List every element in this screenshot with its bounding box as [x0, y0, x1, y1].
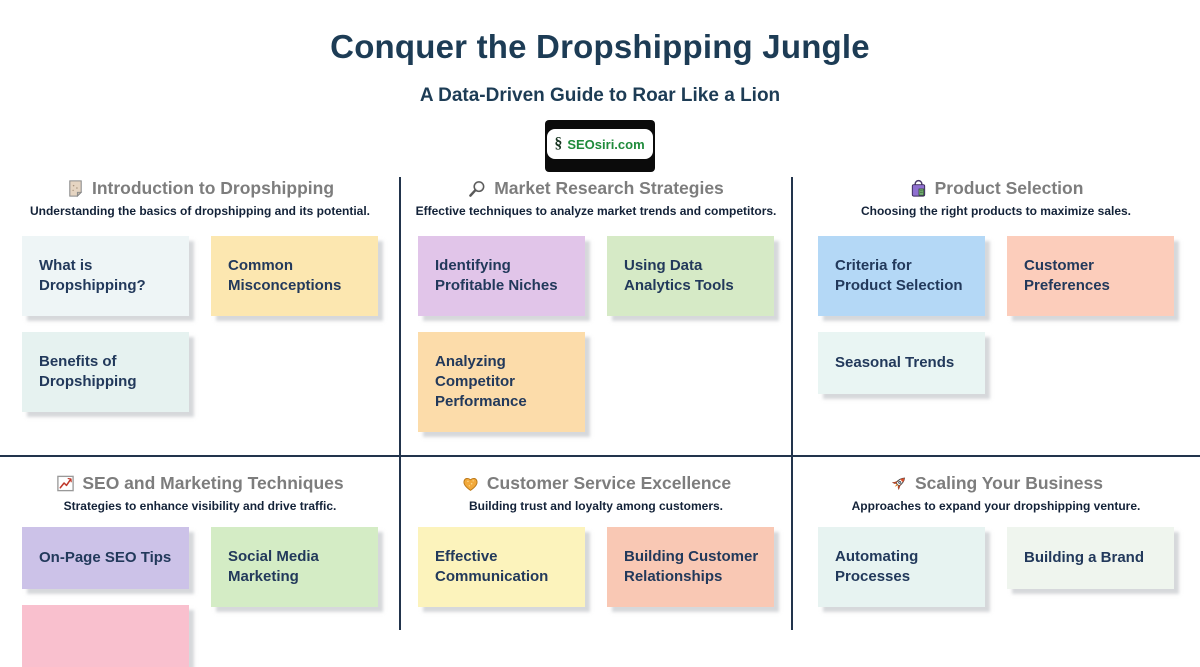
section-header: Product Selection [792, 178, 1200, 199]
section-introduction: Introduction to Dropshipping Understandi… [0, 175, 400, 457]
section-header: Scaling Your Business [792, 473, 1200, 494]
card-stack: What is Dropshipping? Benefits of Dropsh… [22, 236, 189, 413]
logo-speech-bubble: § SEOsiri.com [547, 129, 653, 159]
card-stack: Using Data Analytics Tools [607, 236, 774, 432]
card-group: Effective Communication Building Custome… [400, 527, 792, 608]
column-divider-right [791, 177, 793, 630]
card-label: Social Media Marketing [228, 548, 319, 586]
section-header: SEO and Marketing Techniques [0, 473, 400, 494]
section-scaling-business: Scaling Your Business Approaches to expa… [792, 457, 1200, 667]
card-label: Seasonal Trends [835, 354, 955, 372]
topic-card: Analyzing Competitor Performance [418, 332, 585, 433]
section-sign-icon: § [554, 135, 563, 152]
seosiri-logo: § SEOsiri.com [545, 120, 655, 172]
card-label: Identifying Profitable Niches [435, 257, 558, 295]
card-stack: Automating Processes [818, 527, 985, 608]
card-stack: Criteria for Product Selection Seasonal … [818, 236, 985, 395]
topic-card: Criteria for Product Selection [818, 236, 985, 317]
card-stack: Customer Preferences [1007, 236, 1174, 394]
section-title: Customer Service Excellence [486, 473, 732, 493]
card-stack: Effective Communication [418, 527, 585, 608]
section-title: Introduction to Dropshipping [91, 178, 335, 198]
topic-card: Using Data Analytics Tools [607, 236, 774, 317]
card-group: Automating Processes Building a Brand [792, 527, 1200, 608]
topic-card: Benefits of Dropshipping [22, 332, 189, 413]
card-stack: Building a Brand [1007, 527, 1174, 607]
memo-icon [66, 179, 85, 198]
card-label: Benefits of Dropshipping [39, 353, 137, 391]
section-product-selection: Product Selection Choosing the right pro… [792, 175, 1200, 457]
page-title: Conquer the Dropshipping Jungle [330, 28, 870, 65]
section-description: Choosing the right products to maximize … [860, 204, 1132, 218]
section-header: Introduction to Dropshipping [0, 178, 400, 199]
card-stack: Common Misconceptions [211, 236, 378, 412]
section-description: Approaches to expand your dropshipping v… [851, 499, 1141, 513]
card-label: Automating Processes [835, 548, 919, 586]
section-description: Strategies to enhance visibility and dri… [63, 499, 337, 513]
topic-card [22, 605, 189, 667]
section-description: Building trust and loyalty among custome… [468, 499, 724, 513]
section-header: Customer Service Excellence [400, 473, 792, 494]
card-group: What is Dropshipping? Benefits of Dropsh… [0, 236, 400, 413]
logo-text: SEOsiri.com [567, 136, 645, 152]
heart-icon [461, 474, 480, 493]
topic-card: What is Dropshipping? [22, 236, 189, 317]
section-title: Product Selection [934, 178, 1084, 198]
section-title: Scaling Your Business [914, 473, 1104, 493]
card-label: On-Page SEO Tips [39, 548, 172, 566]
section-header: Market Research Strategies [400, 178, 792, 199]
section-title: SEO and Marketing Techniques [82, 473, 344, 493]
topic-card: Automating Processes [818, 527, 985, 608]
topic-card: Effective Communication [418, 527, 585, 608]
card-label: Effective Communication [435, 548, 549, 586]
section-title: Market Research Strategies [494, 178, 724, 198]
rocket-icon [889, 474, 908, 493]
card-label: What is Dropshipping? [39, 257, 146, 295]
page-subtitle: A Data-Driven Guide to Roar Like a Lion [419, 85, 781, 106]
card-stack: Building Customer Relationships [607, 527, 774, 608]
card-label: Common Misconceptions [228, 257, 342, 295]
page-header: Conquer the Dropshipping Jungle A Data-D… [0, 0, 1200, 172]
topic-card: Building Customer Relationships [607, 527, 774, 608]
card-label: Using Data Analytics Tools [624, 257, 734, 295]
topic-card: On-Page SEO Tips [22, 527, 189, 589]
topic-card: Customer Preferences [1007, 236, 1174, 317]
card-label: Building Customer Relationships [624, 548, 759, 586]
topic-card: Identifying Profitable Niches [418, 236, 585, 317]
card-stack: On-Page SEO Tips [22, 527, 189, 667]
card-label: Building a Brand [1024, 548, 1144, 566]
column-divider-left [399, 177, 401, 630]
chart-increasing-icon [56, 474, 75, 493]
topic-card: Building a Brand [1007, 527, 1174, 589]
topic-card: Social Media Marketing [211, 527, 378, 608]
card-group: Identifying Profitable Niches Analyzing … [400, 236, 792, 433]
shopping-bag-icon [909, 179, 928, 198]
topic-card: Seasonal Trends [818, 332, 985, 395]
card-label: Criteria for Product Selection [835, 257, 963, 295]
section-description: Understanding the basics of dropshipping… [29, 204, 370, 218]
search-icon [468, 179, 487, 198]
card-label: Customer Preferences [1024, 257, 1110, 295]
card-group: On-Page SEO Tips Social Media Marketing [0, 527, 400, 667]
sections-grid: Introduction to Dropshipping Understandi… [0, 175, 1200, 667]
card-stack: Identifying Profitable Niches Analyzing … [418, 236, 585, 433]
section-description: Effective techniques to analyze market t… [415, 204, 777, 218]
topic-card: Common Misconceptions [211, 236, 378, 317]
section-seo-marketing: SEO and Marketing Techniques Strategies … [0, 457, 400, 667]
card-stack: Social Media Marketing [211, 527, 378, 667]
section-customer-service: Customer Service Excellence Building tru… [400, 457, 792, 667]
card-label: Analyzing Competitor Performance [435, 353, 527, 411]
row-divider [0, 455, 1200, 457]
section-market-research: Market Research Strategies Effective tec… [400, 175, 792, 457]
card-group: Criteria for Product Selection Seasonal … [792, 236, 1200, 395]
